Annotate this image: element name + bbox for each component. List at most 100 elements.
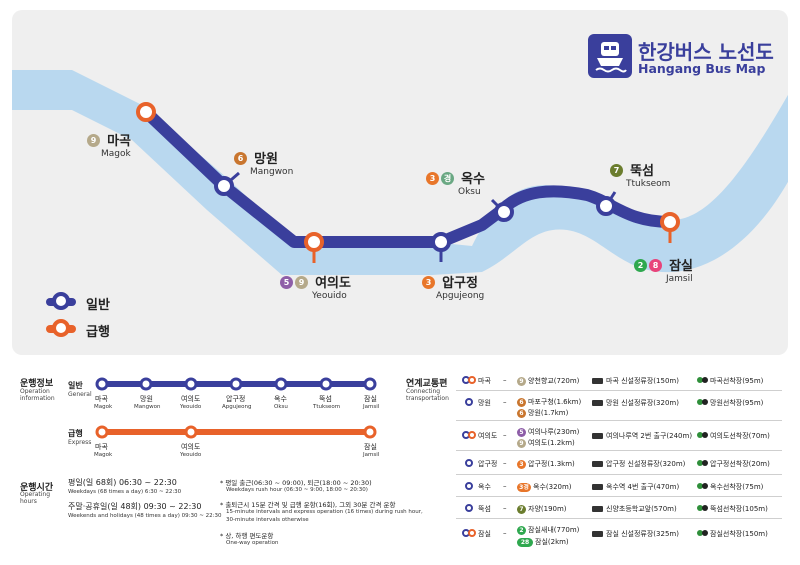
connecting-title: 연계교통편 [406, 379, 448, 389]
station-name-ko: 압구정 [442, 276, 478, 291]
station-marker-magok [136, 102, 156, 122]
operating-hours-title: 운행시간 [20, 483, 54, 493]
ferry-icon [697, 399, 708, 407]
ferry-icon [697, 505, 708, 513]
bus-icon [592, 461, 603, 467]
station-name-ko: 옥수 [461, 172, 486, 187]
express-label-en: Express [68, 439, 92, 446]
note-rush-hour-en: Weekdays rush hour (06:30 ~ 9:00, 18:00 … [226, 487, 368, 493]
legend-label: 일반 [86, 298, 110, 313]
ferry-icon [697, 460, 708, 468]
operating-hours-subtitle: Operating hours [20, 491, 50, 505]
express-stop-ko: 여의도 [181, 443, 201, 451]
bus-icon [592, 400, 603, 406]
note-one-way-en: One-way operation [226, 540, 279, 546]
station-marker-oksu [494, 202, 514, 222]
station-name-ko: 마곡 [107, 134, 132, 149]
station-name-en: Mangwon [250, 167, 294, 177]
bus-connection: 신양초등학교앞(570m) [592, 504, 677, 514]
station-marker-yeouido [304, 232, 324, 252]
note-one-way: * 상, 하행 편도운항 [220, 532, 274, 540]
station-name-ko: 여의도 [315, 276, 351, 291]
general-stop-ko: 압구정 [226, 395, 246, 403]
connect-station: 잠실 [478, 530, 491, 538]
station-name-en: Yeouido [312, 291, 347, 301]
weekday-hours-en: Weekdays (68 times a day) 6:30 ~ 22:30 [68, 489, 182, 495]
station-marker-apgujeong [431, 232, 451, 252]
bus-connection: 옥수역 4번 출구(470m) [592, 482, 679, 492]
station-name-ko: 잠실 [669, 259, 694, 274]
title-english: Hangang Bus Map [638, 61, 766, 76]
bus-connection: 망원 신설정류장(320m) [592, 398, 679, 408]
ferry-connection: 옥수선착장(75m) [697, 482, 763, 492]
express-stop-en: Magok [94, 452, 113, 458]
station-label-ttukseom: 7 뚝섬 Ttukseom [610, 160, 670, 189]
station-name-en: Magok [101, 149, 131, 159]
express-route-diagram [95, 425, 377, 439]
bus-icon [592, 506, 603, 512]
connect-station: 마곡 [478, 377, 491, 385]
route-type-icon-general [465, 398, 479, 406]
operation-info-subtitle: Operation information [20, 388, 55, 402]
dash: – [503, 376, 507, 384]
station-name-ko: 뚝섬 [630, 164, 655, 179]
line-badge: 7 [610, 164, 623, 177]
title-korean: 한강버스 노선도 [638, 40, 774, 64]
hangang-bus-logo [588, 34, 632, 78]
note-intervals-en1: 15-minute intervals and express operatio… [226, 509, 423, 515]
dash: – [503, 431, 507, 439]
general-stop-ko: 여의도 [181, 395, 201, 403]
connect-station: 압구정 [478, 460, 498, 468]
express-stop-ko: 잠실 [364, 443, 377, 451]
ferry-connection: 여의도선착장(70m) [697, 431, 770, 441]
dash: – [503, 529, 507, 537]
bus-icon [592, 378, 603, 384]
general-stop-ko: 뚝섬 [319, 395, 332, 403]
general-stop-ko: 마곡 [95, 395, 108, 403]
general-stop-ko: 옥수 [274, 395, 287, 403]
general-stop-en: Yeouido [180, 404, 202, 410]
line-badge: 6 [234, 152, 247, 165]
weekday-hours: 평일(일 68회) 06:30 ~ 22:30 [68, 478, 177, 487]
line-badge: 5 [280, 276, 293, 289]
route-map: 한강버스 노선도 Hangang Bus Map 9 마곡 Magok 6 망원… [12, 10, 788, 355]
station-name-ko: 망원 [254, 152, 279, 167]
ferry-icon [697, 432, 708, 440]
ferry-icon [697, 530, 708, 538]
line-badge: 8 [649, 259, 662, 272]
route-type-icon-general [465, 504, 479, 512]
station-label-apgujeong: 3 압구정 Apgujeong [422, 272, 484, 301]
legend-label: 급행 [86, 325, 110, 340]
bus-connection: 여의나루역 2번 출구(240m) [592, 431, 692, 441]
station-label-magok: 9 마곡 Magok [87, 130, 131, 159]
general-stop-en: Mangwon [134, 404, 161, 410]
line-badge: 2 [634, 259, 647, 272]
general-stop-en: Jamsil [363, 404, 380, 410]
general-stop-en: Oksu [274, 404, 288, 410]
station-name-en: Jamsil [666, 274, 693, 284]
general-stop-en: Magok [94, 404, 113, 410]
route-type-icon-general [465, 459, 479, 467]
note-intervals-en2: 30-minute intervals otherwise [226, 517, 309, 523]
line-badge: 3 [426, 172, 439, 185]
ferry-connection: 잠실선착장(150m) [697, 529, 768, 539]
bus-icon [592, 531, 603, 537]
connect-station: 옥수 [478, 483, 491, 491]
ferry-icon [697, 377, 708, 385]
map-canvas [12, 70, 788, 275]
note-intervals: * 출퇴근시 15분 간격 및 급행 운항(16회), 그외 30분 간격 운항 [220, 501, 396, 509]
express-stop-en: Jamsil [363, 452, 380, 458]
weekend-hours-en: Weekends and holidays (48 times a day) 0… [68, 513, 222, 519]
general-route-diagram [95, 377, 377, 391]
operation-info-title: 운행정보 [20, 379, 54, 389]
general-label-en: General [68, 391, 92, 398]
bus-connection: 마곡 신설정류장(150m) [592, 376, 679, 386]
